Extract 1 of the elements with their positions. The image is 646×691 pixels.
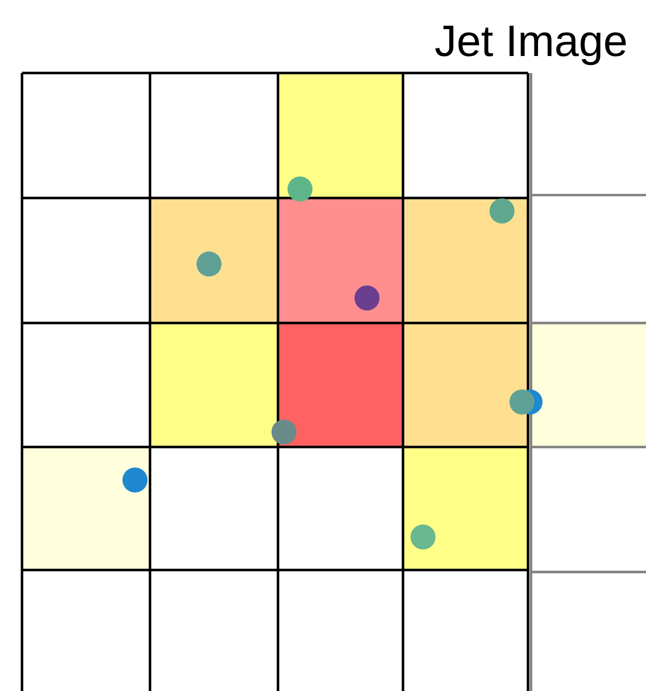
title: Jet Image xyxy=(435,26,626,66)
